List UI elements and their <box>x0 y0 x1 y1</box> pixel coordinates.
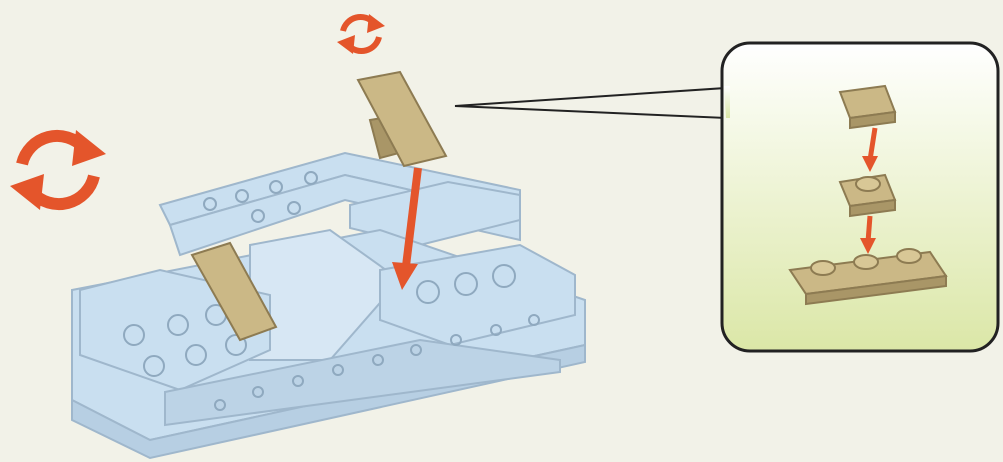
small-rotate-icon <box>337 14 385 54</box>
large-rotate-icon <box>10 130 106 210</box>
light-blue-assembly <box>72 153 585 458</box>
tan-part-floating <box>358 72 446 166</box>
callout-pointer <box>455 88 726 118</box>
callout-box <box>722 43 998 351</box>
